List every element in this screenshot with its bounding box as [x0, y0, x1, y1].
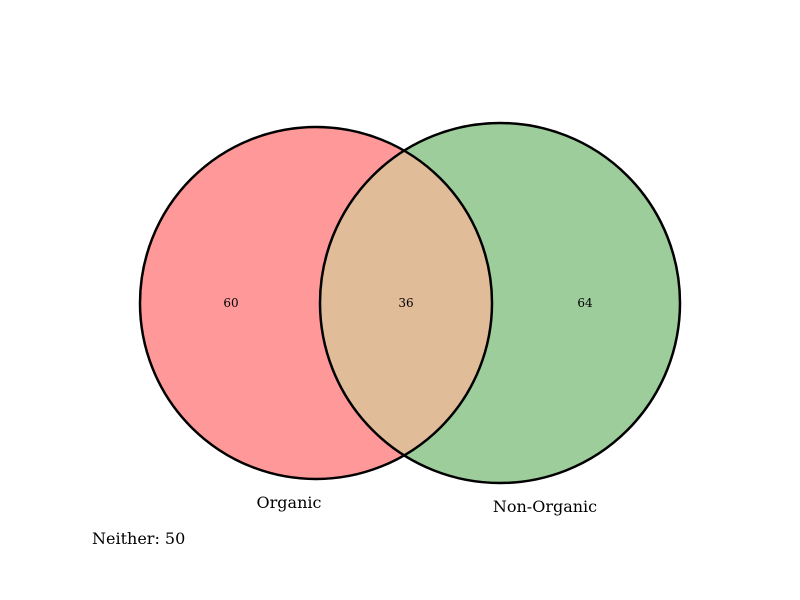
neither-count: Neither: 50: [92, 529, 185, 548]
non-organic-only-count: 64: [577, 296, 593, 310]
organic-circle-outline: [138, 125, 494, 481]
neither-value: 50: [164, 529, 186, 548]
neither-label: Neither:: [92, 529, 160, 548]
organic-label: Organic: [257, 493, 322, 512]
intersection-region: [320, 127, 492, 479]
organic-only-count: 60: [223, 296, 238, 310]
intersection-count: 36: [398, 296, 413, 310]
non-organic-label: Non-Organic: [493, 497, 597, 516]
non-organic-circle-outline: [318, 121, 682, 485]
